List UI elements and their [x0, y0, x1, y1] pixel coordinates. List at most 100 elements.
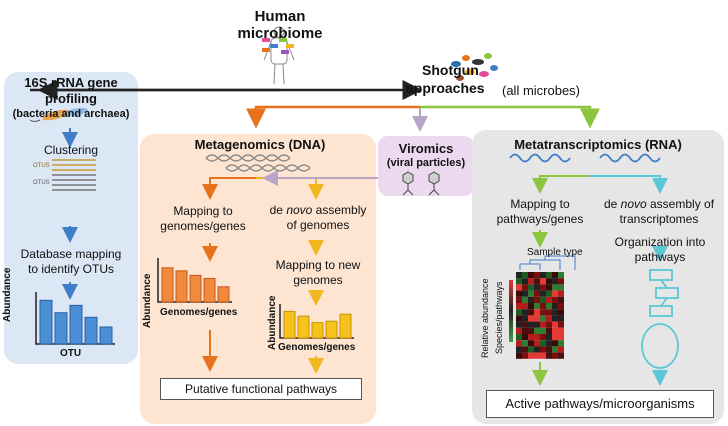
mt-org-2: pathways	[634, 250, 686, 264]
heatmap-cell	[534, 284, 540, 291]
rna-wave-icon	[509, 153, 661, 163]
heatmap-cell	[534, 327, 540, 334]
heatmap-cell	[552, 321, 558, 328]
mt-right-1c: assembly of	[646, 197, 715, 211]
heatmap-cell	[540, 327, 546, 334]
heatmap-cell	[546, 321, 552, 328]
heatmap-cell	[546, 309, 552, 316]
heatmap-cell	[516, 321, 522, 328]
heatmap-cell	[546, 278, 552, 285]
heatmap-cell	[552, 327, 558, 334]
heatmap-cell	[558, 272, 564, 279]
heatmap-cell	[522, 352, 528, 359]
heatmap-cell	[516, 352, 522, 359]
rrna-x-label: OTU	[60, 348, 82, 359]
shotgun-label-2: approaches	[406, 80, 485, 96]
mt-left-1: Mapping to	[510, 197, 570, 211]
mg-right-chart-bar	[339, 313, 352, 339]
db-mapping-1: Database mapping	[20, 247, 122, 261]
heatmap-cell	[516, 346, 522, 353]
heatmap-cell	[552, 278, 558, 285]
heatmap-cell	[546, 290, 552, 297]
heatmap-cell	[528, 290, 534, 297]
mg-right-chart-bar	[311, 322, 324, 339]
heatmap-cell	[522, 272, 528, 279]
rrna-chart-bar	[69, 304, 83, 345]
heatmap-cell	[516, 340, 522, 347]
heatmap-cell	[534, 340, 540, 347]
heatmap-cell	[540, 315, 546, 322]
rrna-chart-bar	[39, 299, 53, 345]
mt-left-2: pathways/genes	[496, 212, 584, 226]
metatranscriptomics-panel	[472, 130, 724, 424]
mt-right-1b: novo	[620, 197, 647, 211]
heatmap-cell	[546, 327, 552, 334]
rel-abundance-label: Relative abundance	[480, 278, 490, 358]
heatmap-dendrogram	[519, 255, 576, 270]
mg-left-y-label: Abundance	[142, 273, 153, 328]
heatmap-cell	[540, 340, 546, 347]
heatmap-cell	[558, 309, 564, 316]
heatmap-cell	[546, 315, 552, 322]
heatmap-cell	[552, 284, 558, 291]
heatmap-cell	[546, 340, 552, 347]
mg-right-chart-bar	[297, 315, 310, 339]
mg-right-2: of genomes	[286, 218, 350, 232]
heatmap-cell	[558, 346, 564, 353]
heatmap-cell	[522, 340, 528, 347]
heatmap-cell	[522, 309, 528, 316]
heatmap-cell	[528, 346, 534, 353]
viromics-panel	[378, 136, 474, 196]
bacteria-icon	[29, 107, 88, 122]
mg-map-new-2: genomes	[293, 273, 343, 287]
viromics-subtitle: (viral particles)	[386, 157, 466, 169]
microbe-cluster-human	[262, 38, 294, 54]
putative-pathways-box: Putative functional pathways	[160, 378, 362, 400]
mt-right-1a: de	[603, 197, 621, 211]
heatmap-cell	[552, 290, 558, 297]
heatmap-cell	[534, 309, 540, 316]
heatmap-cell	[552, 296, 558, 303]
mt-right-2: transcriptomes	[619, 212, 699, 226]
heatmap-cell	[552, 315, 558, 322]
heatmap-cell	[546, 334, 552, 341]
heatmap-cell	[546, 284, 552, 291]
db-mapping-2: to identify OTUs	[27, 262, 115, 276]
heatmap-cell	[546, 352, 552, 359]
mg-map-new-1: Mapping to new	[275, 258, 361, 272]
heatmap-cell	[552, 303, 558, 310]
pathway-chain-icon	[641, 269, 679, 369]
heatmap-cell	[558, 284, 564, 291]
rrna-chart-bar	[84, 316, 98, 345]
mg-right-1: de novo assembly	[260, 203, 376, 218]
all-microbes-label: (all microbes)	[502, 83, 581, 98]
heatmap-cell	[540, 284, 546, 291]
rrna-title-1: 16S rRNA gene	[24, 75, 118, 90]
human-microbiome-title: Human microbiome	[237, 8, 323, 43]
clustering-label: Clustering	[43, 143, 99, 157]
heatmap-cell	[534, 346, 540, 353]
heatmap-cell	[558, 303, 564, 310]
mg-right-1c: assembly	[312, 203, 367, 217]
heatmap-cell	[522, 284, 528, 291]
heatmap-cell	[516, 309, 522, 316]
heatmap-cell	[534, 272, 540, 279]
heatmap-cell	[540, 334, 546, 341]
heatmap-cell	[528, 321, 534, 328]
mg-left-chart-bar	[161, 267, 174, 303]
heatmap-cell	[540, 272, 546, 279]
heatmap-cell	[528, 352, 534, 359]
heatmap-cell	[558, 334, 564, 341]
mg-right-chart-bar	[325, 320, 338, 339]
heatmap-cell	[558, 290, 564, 297]
heatmap-cell	[516, 284, 522, 291]
heatmap-cell	[540, 290, 546, 297]
heatmap-cell	[516, 334, 522, 341]
heatmap-cell	[558, 352, 564, 359]
otu-sequences	[52, 159, 96, 191]
heatmap-cell	[522, 315, 528, 322]
heatmap-cell	[534, 303, 540, 310]
heatmap-cell	[516, 327, 522, 334]
